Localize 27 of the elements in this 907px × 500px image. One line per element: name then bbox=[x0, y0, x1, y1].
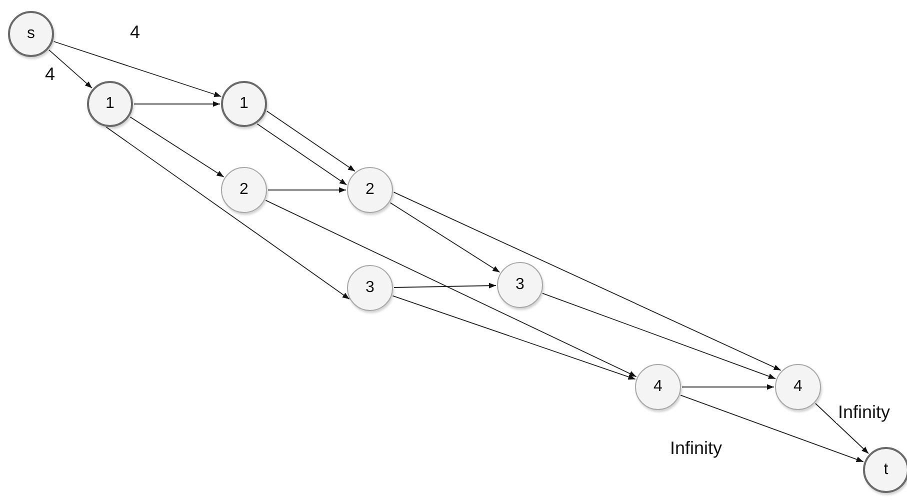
vertex-circle: t bbox=[863, 447, 907, 493]
vertex-circle: 3 bbox=[497, 262, 543, 308]
vertex-circle: s bbox=[8, 11, 54, 57]
vertex-circle: 1 bbox=[221, 81, 267, 127]
arrow bbox=[393, 192, 782, 371]
arrow bbox=[542, 292, 776, 380]
arrow bbox=[390, 202, 500, 273]
arrow bbox=[265, 200, 637, 378]
vertex-circle: 3 bbox=[347, 265, 393, 311]
vertex-circle: 2 bbox=[347, 167, 393, 213]
arrow bbox=[53, 41, 222, 97]
arrow bbox=[815, 403, 869, 454]
vertex-circle: 4 bbox=[775, 364, 821, 410]
arrow bbox=[680, 394, 864, 462]
arrow bbox=[266, 110, 356, 172]
arrow bbox=[394, 282, 496, 288]
vertex-circle: 2 bbox=[221, 167, 267, 213]
arrow bbox=[268, 187, 346, 193]
arrow bbox=[392, 295, 636, 380]
arrow bbox=[48, 49, 92, 89]
arrow bbox=[134, 101, 220, 107]
vertex-circle: 1 bbox=[87, 81, 133, 127]
arrow bbox=[106, 126, 350, 300]
vertex-circle: 4 bbox=[635, 364, 681, 410]
arrow bbox=[256, 123, 348, 186]
arrow bbox=[130, 116, 224, 178]
arrow bbox=[682, 384, 774, 390]
